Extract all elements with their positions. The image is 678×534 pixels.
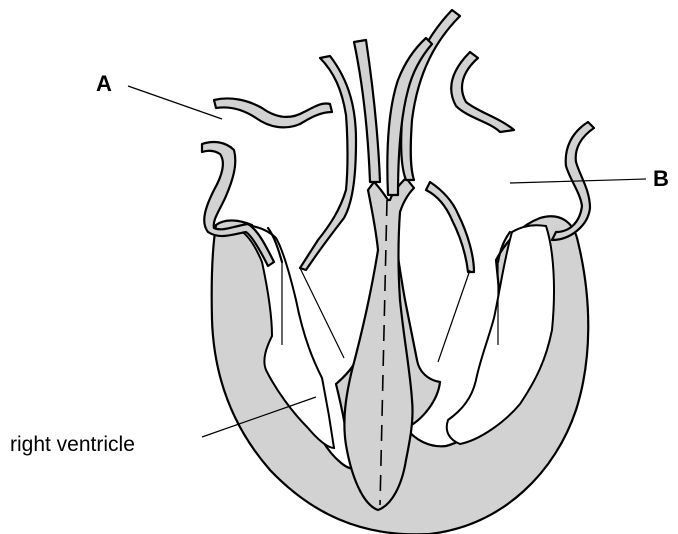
leader-a xyxy=(128,86,222,119)
label-b: B xyxy=(653,166,669,191)
chordae-right-1 xyxy=(438,270,470,362)
superior-vena-cava xyxy=(214,98,332,127)
label-right-ventricle: right ventricle xyxy=(10,433,135,456)
vena-cava-wall xyxy=(300,56,356,270)
label-a: A xyxy=(96,71,112,96)
septum xyxy=(344,178,414,510)
pulmonary-vein-wall xyxy=(451,52,514,132)
pulmonary-artery-left-wall xyxy=(354,40,380,182)
left-side-inner-wall xyxy=(426,182,474,272)
